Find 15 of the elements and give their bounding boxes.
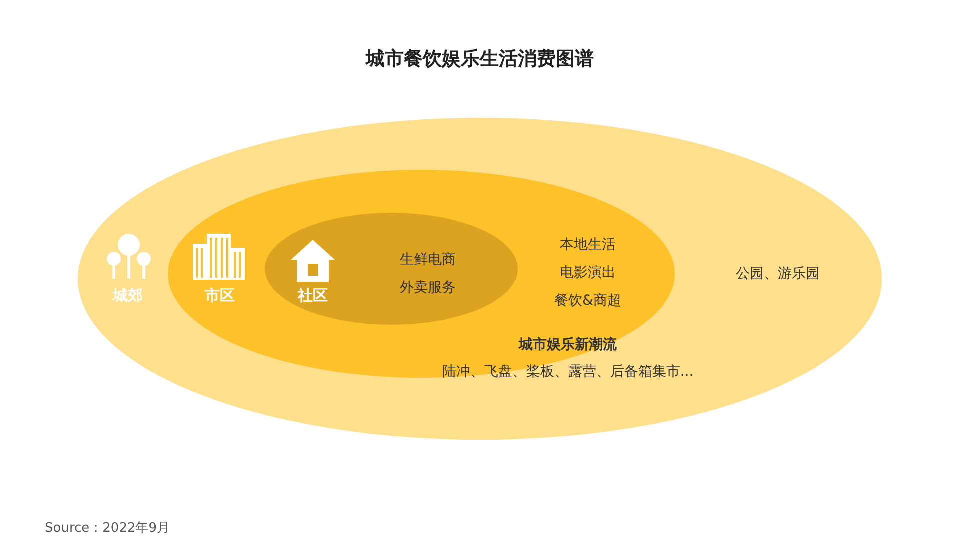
item-text: 电影演出 xyxy=(560,264,616,282)
chart-title: 城市餐饮娱乐生活消费图谱 xyxy=(364,47,595,72)
item-text: 外卖服务 xyxy=(400,279,456,297)
zone-label: 社区 xyxy=(298,286,328,306)
zone-label: 市区 xyxy=(205,286,235,306)
item-text: 餐饮&商超 xyxy=(554,292,622,310)
item-text: 本地生活 xyxy=(560,236,616,254)
zone-label: 城郊 xyxy=(113,286,143,306)
source-note: Source：2022年9月 xyxy=(45,520,170,537)
item-text: 陆冲、飞盘、桨板、露营、后备箱集市... xyxy=(442,363,694,381)
item-text: 公园、游乐园 xyxy=(736,265,820,283)
ellipse-zone xyxy=(265,213,518,325)
item-text: 生鲜电商 xyxy=(400,251,456,269)
ellipse-zone xyxy=(78,118,882,440)
section-heading: 城市娱乐新潮流 xyxy=(519,336,617,354)
